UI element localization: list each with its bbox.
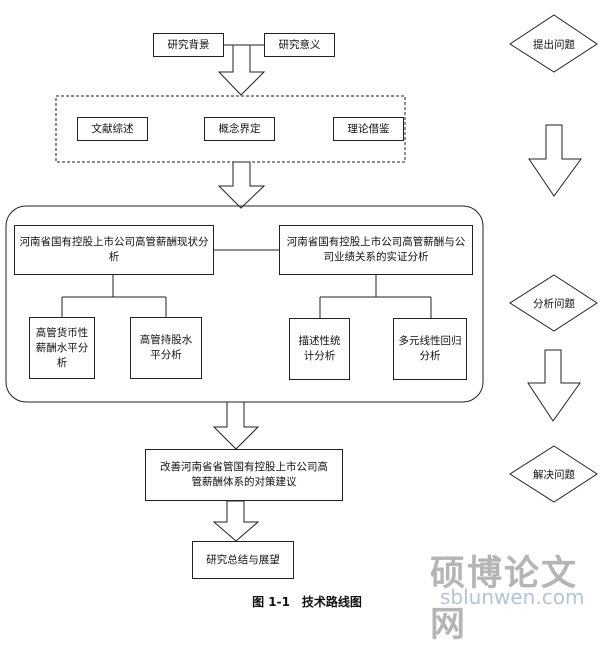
figure-caption: 图 1-1 技术路线图 xyxy=(252,595,362,609)
flow-arrow-1 xyxy=(217,44,266,96)
flow-arrow-4 xyxy=(212,500,260,542)
theory-box: 理论借鉴 xyxy=(333,117,404,141)
concept-box: 概念界定 xyxy=(204,117,275,141)
dashed-group-frame xyxy=(55,95,406,163)
monetary-pay-box: 高管货币性薪酬水平分析 xyxy=(29,317,95,379)
stage-diamond-2 xyxy=(509,274,598,332)
stage-label-3: 解决问题 xyxy=(533,469,575,481)
flow-arrow-3 xyxy=(212,401,260,450)
stage-label-1: 提出问题 xyxy=(533,39,575,51)
stage-arrow-2 xyxy=(527,349,581,422)
stage-label-2: 分析问题 xyxy=(533,298,575,310)
stage-diamond-1 xyxy=(509,14,598,73)
connector-layer xyxy=(5,14,598,542)
descriptive-stats-box: 描述性统计分析 xyxy=(289,318,350,380)
stage-diamond-3 xyxy=(509,445,598,503)
flow-arrow-2 xyxy=(217,161,266,209)
suggestion-box: 改善河南省省管国有控股上市公司高管薪酬体系的对策建议 xyxy=(145,449,343,501)
summary-box: 研究总结与展望 xyxy=(192,541,294,579)
significance-box: 研究意义 xyxy=(264,33,335,57)
literature-box: 文献综述 xyxy=(77,117,148,141)
background-box: 研究背景 xyxy=(153,33,224,57)
regression-box: 多元线性回归分析 xyxy=(393,318,467,380)
shareholding-box: 高管持股水平分析 xyxy=(130,317,202,379)
empirical-analysis-box: 河南省国有控股上市公司高管薪酬与公司业绩关系的实证分析 xyxy=(279,225,473,275)
watermark-en: sblunwen.com xyxy=(440,585,585,609)
stage-arrow-1 xyxy=(528,124,582,197)
status-analysis-box: 河南省国有控股上市公司高管薪酬现状分析 xyxy=(14,225,214,275)
